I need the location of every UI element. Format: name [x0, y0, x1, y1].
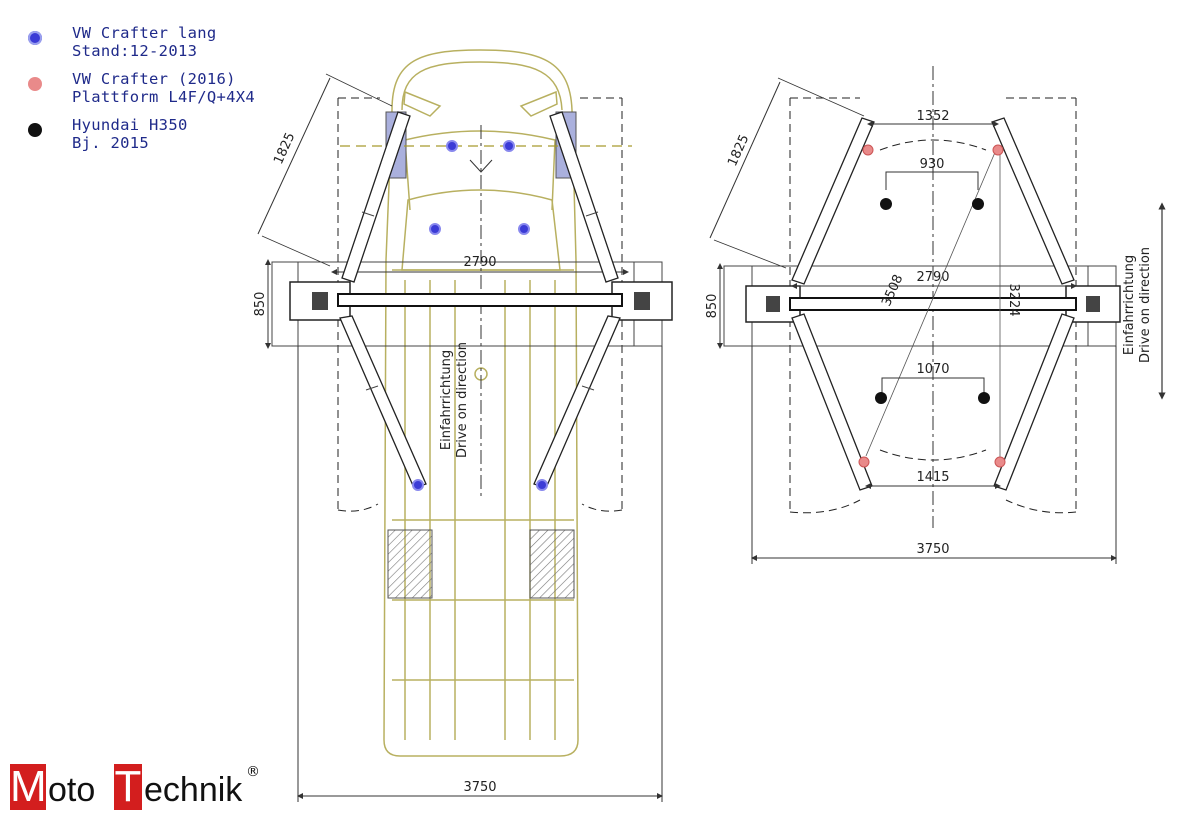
van-outline: [383, 49, 579, 757]
logo-text-oto: oto: [48, 771, 96, 809]
direction-label-en-right: Drive on direction: [1138, 247, 1153, 363]
dim-arm-right: 1825: [725, 132, 752, 168]
dim-depth-right: 850: [705, 294, 720, 319]
legend-line1: VW Crafter lang: [72, 24, 217, 42]
dim-vertical: 3224: [1006, 283, 1021, 316]
dim-hyundai-front: 930: [920, 157, 945, 172]
pink-pickup-points: [858, 144, 1006, 468]
dim-total-width-right: 3750: [916, 542, 949, 557]
dim-inner-width: 2790: [463, 255, 496, 270]
lift-arms-right: [791, 117, 1075, 491]
pickup-point-black: [875, 392, 887, 404]
crossbar: [337, 293, 623, 307]
right-diagram: 1352 930 2790 3508 3224 850 1825 1070 14…: [705, 66, 1166, 564]
rear-left-wheel: [387, 529, 433, 599]
registered-mark: ®: [246, 764, 260, 780]
black-dot-icon: [28, 123, 42, 137]
legend-line1: VW Crafter (2016): [72, 70, 236, 88]
mototechnik-logo: M oto T echnik ®: [10, 764, 260, 814]
dim-hyundai-rear: 1070: [916, 362, 949, 377]
pickup-point-pink: [858, 456, 870, 468]
dim-depth: 850: [253, 292, 268, 317]
pickup-point-black: [978, 392, 990, 404]
blue-dot-icon: [28, 31, 42, 45]
logo-text-echnik: echnik: [144, 771, 243, 809]
legend-line2: Bj. 2015: [72, 134, 150, 152]
pickup-point-blue: [536, 479, 548, 491]
direction-label-en: Drive on direction: [455, 342, 470, 458]
pickup-point-blue: [429, 223, 441, 235]
legend-line2: Plattform L4F/Q+4X4: [72, 88, 256, 106]
direction-label-de: Einfahrrichtung: [439, 350, 454, 450]
legend-line1: Hyundai H350: [72, 116, 188, 134]
pickup-point-pink: [994, 456, 1006, 468]
pickup-point-pink: [992, 144, 1004, 156]
blue-pickup-points: [412, 140, 548, 491]
dim-top-pads: 1352: [916, 109, 949, 124]
pickup-point-pink: [862, 144, 874, 156]
dim-arm: 1825: [271, 130, 298, 166]
lift-envelope: [337, 97, 623, 512]
pickup-point-blue: [446, 140, 458, 152]
pink-dot-icon: [28, 77, 42, 91]
dim-bottom-pads: 1415: [916, 470, 949, 485]
legend-line2: Stand:12-2013: [72, 42, 198, 60]
direction-label-de-right: Einfahrrichtung: [1122, 255, 1137, 355]
pickup-point-blue: [412, 479, 424, 491]
logo-letter-m: M: [10, 762, 47, 811]
pickup-point-blue: [518, 223, 530, 235]
pickup-point-black: [972, 198, 984, 210]
dim-inner-width-right: 2790: [916, 270, 949, 285]
lift-arms: [339, 111, 621, 489]
logo-letter-t: T: [114, 762, 142, 811]
pickup-point-blue: [503, 140, 515, 152]
left-diagram: 2790 850 1825 3750 Einfahrrichtung Drive…: [253, 49, 673, 802]
black-pickup-points: [875, 198, 990, 404]
dim-total-width: 3750: [463, 780, 496, 795]
crossbar-right: [789, 297, 1077, 311]
rear-right-wheel: [529, 529, 575, 599]
pickup-point-black: [880, 198, 892, 210]
